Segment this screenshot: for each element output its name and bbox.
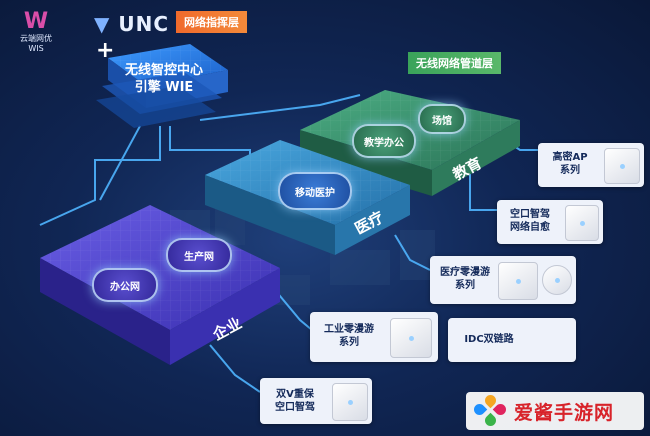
unc-logo-text: UNC bbox=[118, 12, 170, 36]
network-command-layer-tag: 网络指挥层 bbox=[176, 11, 247, 33]
ap-device-icon bbox=[565, 205, 599, 241]
watermark-text: 爱酱手游网 bbox=[514, 401, 615, 424]
card-industrial-roaming: 工业零漫游 系列 bbox=[310, 312, 438, 362]
card-industrial-roaming-label: 工业零漫游 系列 bbox=[324, 324, 374, 348]
wis-logo: W 云端网优 WIS bbox=[14, 10, 58, 54]
card-medical-roaming-label: 医疗零漫游 系列 bbox=[440, 267, 490, 291]
unc-logo: ▼ UNC bbox=[94, 12, 169, 36]
card-idc-dual-link: IDC双链路 bbox=[448, 318, 576, 362]
card-dual-v: 双V重保 空口智驾 bbox=[260, 378, 372, 424]
education-item-teaching-office: 教学办公 bbox=[352, 124, 416, 158]
card-medical-roaming: 医疗零漫游 系列 bbox=[430, 256, 576, 304]
enterprise-item-production-network: 生产网 bbox=[166, 238, 232, 272]
medical-item-mobile-care: 移动医护 bbox=[278, 172, 352, 210]
hub-label-line2: 引擎 WIE bbox=[134, 80, 194, 95]
enterprise-item-office-network: 办公网 bbox=[92, 268, 158, 302]
card-dual-v-label: 双V重保 空口智驾 bbox=[275, 389, 315, 413]
connector-hub-grid bbox=[99, 125, 141, 201]
hub-label: 无线智控中心 引擎 WIE bbox=[104, 62, 224, 96]
card-high-density-ap-label: 高密AP 系列 bbox=[552, 152, 588, 176]
connector-lines bbox=[39, 94, 540, 393]
ap-round-device-icon bbox=[542, 265, 572, 295]
wireless-pipeline-layer-tag: 无线网络管道层 bbox=[408, 52, 501, 74]
connector-hub-enterprise bbox=[39, 126, 161, 226]
ap-device-icon bbox=[390, 318, 432, 358]
wis-logo-name: 云端网优 bbox=[20, 34, 52, 43]
enterprise-block bbox=[40, 205, 280, 365]
plus-sign: + bbox=[96, 38, 115, 63]
connector-education-airmouth bbox=[469, 170, 497, 211]
ap-device-icon bbox=[498, 262, 538, 300]
connector-enterprise-industrial bbox=[274, 289, 313, 331]
hub-block bbox=[96, 44, 228, 128]
wis-logo-abbr: WIS bbox=[28, 44, 44, 53]
connector-medical-roaming bbox=[394, 234, 431, 271]
hub-label-line1: 无线智控中心 bbox=[124, 63, 203, 78]
card-air-mouth-self-heal-label: 空口智驾 网络自愈 bbox=[510, 209, 550, 233]
education-item-venue: 场馆 bbox=[418, 104, 466, 134]
card-idc-dual-link-label: IDC双链路 bbox=[464, 334, 514, 345]
watermark: 爱酱手游网 bbox=[466, 392, 644, 430]
card-high-density-ap: 高密AP 系列 bbox=[538, 143, 644, 187]
ap-device-icon bbox=[604, 148, 640, 184]
watermark-flower-icon bbox=[471, 392, 509, 429]
card-air-mouth-self-heal: 空口智驾 网络自愈 bbox=[497, 200, 603, 244]
connector-hub-education bbox=[199, 94, 361, 121]
unc-logo-icon: ▼ bbox=[94, 12, 111, 36]
connector-enterprise-dualv bbox=[209, 344, 261, 393]
wis-logo-mark: W bbox=[23, 9, 49, 34]
ap-device-icon bbox=[332, 383, 368, 421]
